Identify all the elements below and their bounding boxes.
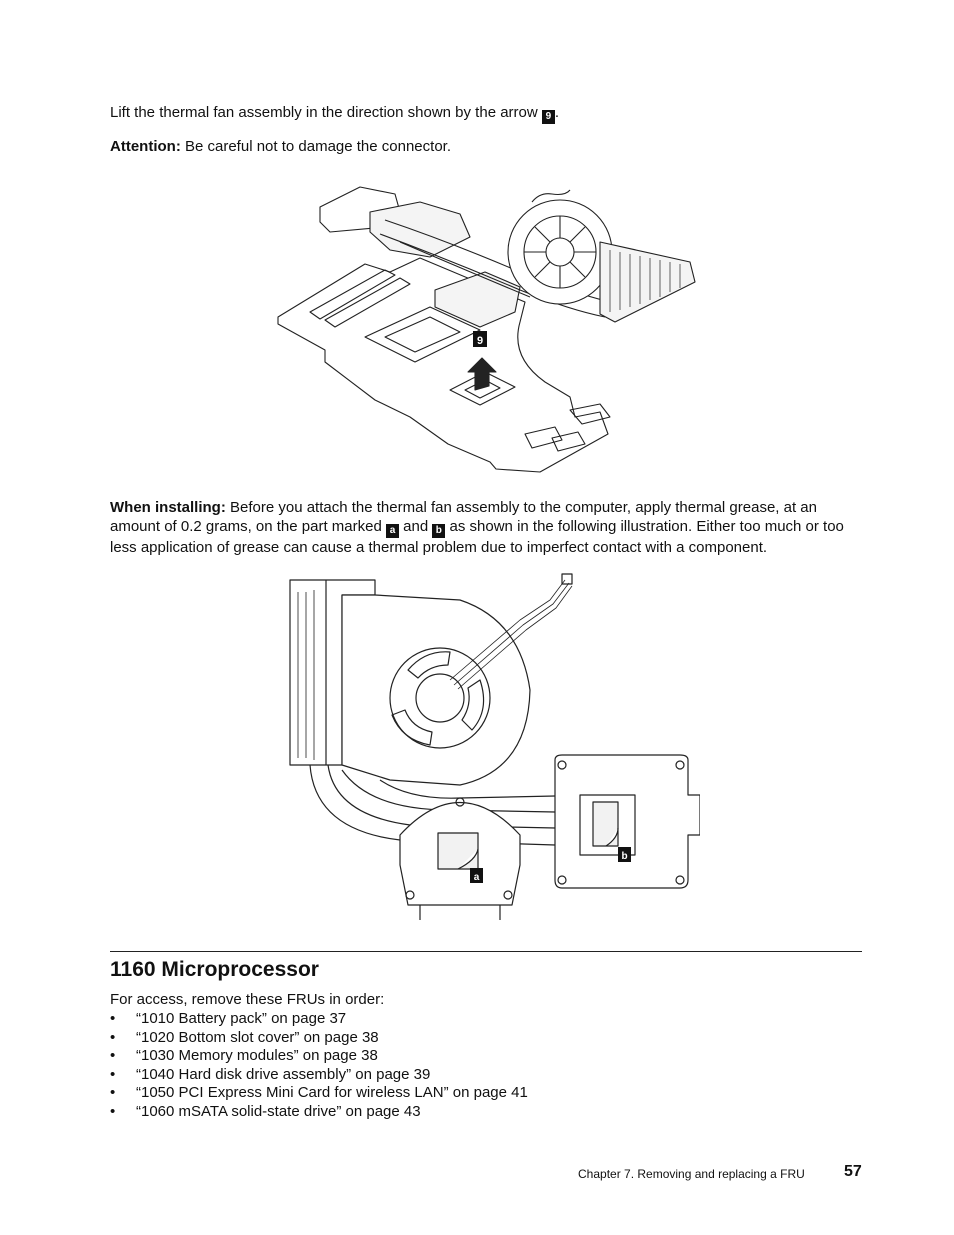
- bullet: •: [110, 1010, 116, 1027]
- bullet: •: [110, 1047, 116, 1064]
- cpu-heat-plate: [434, 271, 521, 328]
- fan-blade-2: [461, 679, 485, 731]
- fru-link[interactable]: “1050 PCI Express Mini Card for wireless…: [136, 1084, 528, 1101]
- cpu-socket: [364, 306, 481, 363]
- fru-link[interactable]: “1030 Memory modules” on page 38: [136, 1047, 378, 1064]
- screw-b-3: [557, 875, 567, 885]
- gpu-heat-plate: [369, 201, 471, 258]
- heat-plate-b: [554, 754, 700, 889]
- screw-b-2: [675, 760, 685, 770]
- figure1-callout-9-box: [473, 331, 487, 347]
- figure2-callout-b: b: [621, 851, 627, 862]
- fru-link[interactable]: “1040 Hard disk drive assembly” on page …: [136, 1065, 431, 1083]
- callout-a: a: [385, 524, 399, 538]
- fan-cable-connector: [561, 573, 573, 585]
- fru-link[interactable]: “1010 Battery pack” on page 37: [136, 1010, 347, 1027]
- bullet: •: [110, 1084, 116, 1101]
- figure2-callout-a: a: [474, 872, 480, 883]
- section-title: 1160 Microprocessor: [110, 958, 319, 981]
- fan-body: [341, 594, 531, 786]
- fru-link[interactable]: “1020 Bottom slot cover” on page 38: [136, 1028, 379, 1046]
- fan-blade-3: [391, 709, 433, 746]
- fru-link[interactable]: “1060 mSATA solid-state drive” on page 4…: [136, 1102, 421, 1120]
- list-item[interactable]: • “1060 mSATA solid-state drive” on page …: [110, 1103, 528, 1122]
- callout-9: 9: [541, 110, 555, 124]
- attention-note: Attention: Be careful not to damage the …: [110, 137, 870, 156]
- figure2-callout-b-box: [618, 847, 631, 862]
- installing-note: When installing: Before you attach the t…: [110, 498, 870, 557]
- fan-rotor-outer: [389, 647, 491, 749]
- list-item[interactable]: • “1010 Battery pack” on page 37: [110, 1010, 528, 1029]
- callout-b: b: [432, 524, 446, 538]
- fan-rotor-hub: [415, 673, 465, 723]
- bullet: •: [110, 1065, 116, 1083]
- bullet: •: [110, 1028, 116, 1046]
- fan-cable: [449, 579, 573, 690]
- grease-area-a: [437, 832, 479, 870]
- fru-list: • “1010 Battery pack” on page 37 • “1020 B…: [110, 1010, 528, 1121]
- screw-a-right: [503, 890, 513, 900]
- attention-label: Attention:: [110, 138, 181, 155]
- footer-chapter: Chapter 7. Removing and replacing a FRU: [578, 1167, 805, 1181]
- list-item[interactable]: • “1030 Memory modules” on page 38: [110, 1047, 528, 1066]
- heat-pipe-2: [379, 233, 606, 318]
- lift-arrow: [467, 357, 497, 391]
- bullet: •: [110, 1102, 116, 1120]
- installing-text-1: Before you attach the thermal fan assemb…: [110, 499, 817, 535]
- section-divider: [110, 951, 862, 952]
- fan-cable: [531, 189, 571, 203]
- list-item[interactable]: • “1050 PCI Express Mini Card for wireles…: [110, 1084, 528, 1103]
- page-number: 57: [844, 1163, 862, 1180]
- instruction-lift-fan: Lift the thermal fan assembly in the dir…: [110, 103, 870, 124]
- figure1-callout-9: 9: [477, 335, 483, 347]
- screw-a-top: [455, 797, 465, 807]
- screw-b-4: [675, 875, 685, 885]
- system-board-outline: [277, 257, 609, 473]
- attention-text: Be careful not to damage the connector.: [184, 138, 451, 155]
- heat-plate-b-inset: [579, 794, 636, 856]
- usb-port: [569, 403, 611, 425]
- list-item[interactable]: • “1040 Hard disk drive assembly” on page…: [110, 1066, 528, 1085]
- instruction-text: Lift the thermal fan assembly in the dir…: [110, 104, 538, 121]
- figure-thermal-fan-removal: 9: [277, 186, 696, 473]
- fan-blade-1: [407, 651, 451, 679]
- screw-b-1: [557, 760, 567, 770]
- list-item[interactable]: • “1020 Bottom slot cover” on page 38: [110, 1029, 528, 1048]
- installing-label: When installing:: [110, 499, 226, 516]
- figure2-callout-a-box: [470, 868, 483, 883]
- memory-slot: [309, 269, 396, 320]
- figure-thermal-grease: a b: [289, 573, 700, 920]
- installing-text-2: as shown in the following illustration. …: [110, 518, 844, 556]
- radiator: [599, 241, 696, 323]
- installing-and: and: [403, 518, 429, 535]
- section-intro: For access, remove these FRUs in order:: [110, 991, 385, 1008]
- screw-a-left: [405, 890, 415, 900]
- chipset: [449, 371, 516, 406]
- heat-pipe-a: [309, 764, 556, 846]
- instruction-period: .: [554, 104, 560, 121]
